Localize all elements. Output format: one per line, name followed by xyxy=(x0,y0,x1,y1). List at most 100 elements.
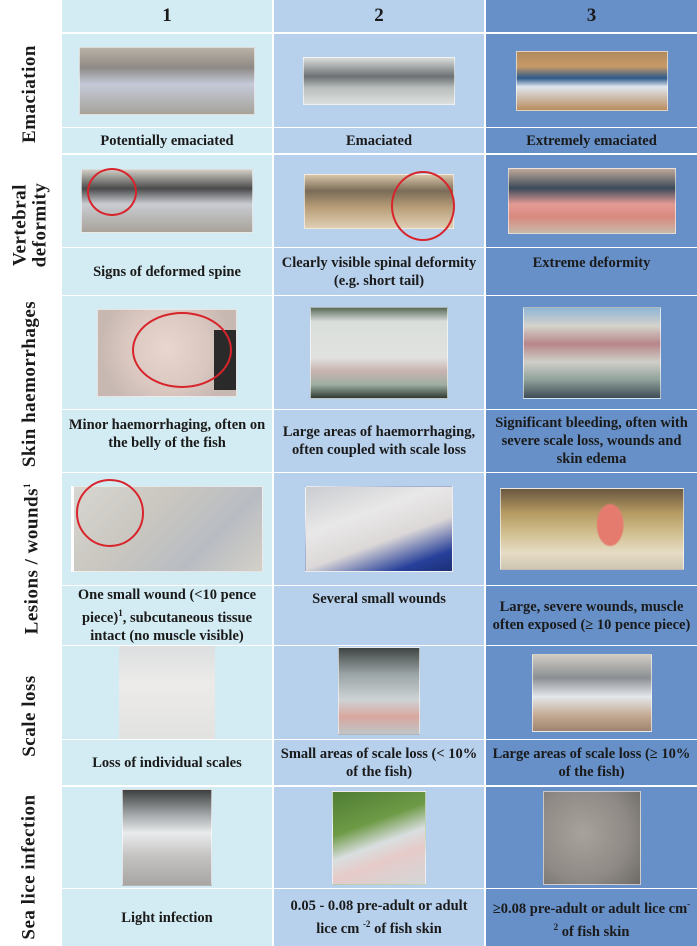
row-label-text: Skin haemorrhages xyxy=(19,300,41,468)
image-cell xyxy=(62,787,272,888)
highlight-circle xyxy=(132,311,232,388)
description-text: Minor haemorrhaging, often on the belly … xyxy=(68,417,266,451)
column-header-label: 3 xyxy=(586,5,597,26)
description-cell: Signs of deformed spine xyxy=(62,248,272,295)
description-part: 0.05 - 0.08 pre-adult or adult lice cm xyxy=(290,898,468,937)
highlight-circle xyxy=(76,479,144,547)
description-cell: Minor haemorrhaging, often on the belly … xyxy=(62,410,272,472)
haemorrhage-areas-photo xyxy=(310,306,448,399)
description-part: of fish skin xyxy=(370,920,442,937)
image-cell xyxy=(486,34,697,127)
description-cell: Emaciated xyxy=(274,128,484,153)
individual-scale-loss-photo xyxy=(119,646,215,739)
row-label-text: Sea lice infection xyxy=(19,793,41,940)
image-cell xyxy=(486,787,697,888)
image-cell xyxy=(274,155,484,247)
description-part: One small wound (<10 pence piece) xyxy=(77,587,257,626)
description-text: Large, severe wounds, muscle often expos… xyxy=(492,598,691,633)
column-header-1: 1 xyxy=(62,0,272,32)
description-cell: Significant bleeding, often with severe … xyxy=(486,410,697,472)
description-text: Several small wounds xyxy=(312,591,446,607)
description-part: of fish skin xyxy=(558,923,630,940)
row-label-text: Emaciation xyxy=(19,44,41,143)
description-cell: Large areas of scale loss (≥ 10% of the … xyxy=(486,740,697,785)
extreme-deformity-photo xyxy=(507,168,676,234)
small-wound-photo-circled xyxy=(71,479,263,572)
superscript: -2 xyxy=(553,898,691,932)
description-cell: One small wound (<10 pence piece)1, subc… xyxy=(62,586,272,645)
image-cell xyxy=(486,473,697,585)
description-cell: Extremely emaciated xyxy=(486,128,697,153)
description-cell: Large areas of haemorrhaging, often coup… xyxy=(274,410,484,472)
description-cell: Light infection xyxy=(62,889,272,946)
large-wound-photo xyxy=(499,488,684,570)
footnote-marker: 1 xyxy=(22,483,33,489)
short-tail-photo-circled xyxy=(304,170,455,241)
image-cell xyxy=(486,646,697,739)
column-header-label: 2 xyxy=(374,5,384,26)
description-part: , subcutaneous tissue intact (no muscle … xyxy=(90,609,253,644)
image-cell xyxy=(274,34,484,127)
row-label-lesions-wounds: Lesions / wounds1 xyxy=(0,473,60,645)
image-cell xyxy=(62,296,272,409)
row-label-text: Scale loss xyxy=(19,675,40,757)
image-cell xyxy=(62,155,272,247)
whole-salmon-photo xyxy=(79,46,255,115)
highlight-circle xyxy=(391,170,455,241)
description-cell: Potentially emaciated xyxy=(62,128,272,153)
image-cell xyxy=(486,296,697,409)
description-text: One small wound (<10 pence piece)1, subc… xyxy=(68,586,266,645)
image-cell xyxy=(62,646,272,739)
description-cell: Small areas of scale loss (< 10% of the … xyxy=(274,740,484,785)
description-cell: Clearly visible spinal deformity (e.g. s… xyxy=(274,248,484,295)
severe-bleeding-photo xyxy=(522,306,661,399)
highlight-circle xyxy=(87,168,137,216)
footnote-marker: 1 xyxy=(118,608,123,619)
small-scale-loss-photo xyxy=(338,646,420,735)
description-cell: 0.05 - 0.08 pre-adult or adult lice cm -… xyxy=(274,889,484,946)
description-cell: ≥0.08 pre-adult or adult lice cm-2 of fi… xyxy=(486,889,697,946)
image-cell xyxy=(62,473,272,585)
description-text: Significant bleeding, often with severe … xyxy=(495,415,688,467)
image-cell xyxy=(486,155,697,247)
light-lice-photo xyxy=(122,789,212,886)
several-wounds-photo xyxy=(305,486,453,572)
description-text: ≥0.08 pre-adult or adult lice cm-2 of fi… xyxy=(492,895,691,941)
description-part: ≥0.08 pre-adult or adult lice cm xyxy=(492,900,688,917)
description-text: Emaciated xyxy=(345,132,413,149)
superscript: -2 xyxy=(362,919,371,930)
row-label-sea-lice-infection: Sea lice infection xyxy=(0,787,60,946)
description-text: Clearly visible spinal deformity (e.g. s… xyxy=(281,254,477,289)
row-label-scale-loss: Scale loss xyxy=(0,646,60,786)
description-text: Light infection xyxy=(121,909,213,926)
thin-salmon-photo xyxy=(303,56,455,105)
row-label-emaciation: Emaciation xyxy=(0,33,60,154)
column-header-2: 2 xyxy=(274,0,484,32)
image-cell xyxy=(274,646,484,739)
row-label-line: deformity xyxy=(29,182,51,268)
image-cell xyxy=(62,34,272,127)
row-label-text: Lesions / wounds1 xyxy=(17,483,43,635)
description-cell: Large, severe wounds, muscle often expos… xyxy=(486,586,697,645)
image-cell xyxy=(274,787,484,888)
very-thin-salmon-photo xyxy=(515,50,668,111)
description-cell: Loss of individual scales xyxy=(62,740,272,785)
description-text: 0.05 - 0.08 pre-adult or adult lice cm -… xyxy=(280,897,478,938)
image-cell xyxy=(274,473,484,585)
image-cell xyxy=(274,296,484,409)
moderate-lice-photo xyxy=(332,790,426,885)
row-label-line: Lesions / wounds xyxy=(21,488,43,635)
heavy-lice-photo xyxy=(542,790,641,885)
large-scale-loss-photo xyxy=(531,653,652,732)
description-cell: Several small wounds xyxy=(274,586,484,645)
description-cell: Extreme deformity xyxy=(486,248,697,295)
column-header-3: 3 xyxy=(486,0,697,32)
description-text: Small areas of scale loss (< 10% of the … xyxy=(280,745,478,780)
belly-haemorrhage-photo-circled xyxy=(97,308,237,397)
description-text: Extreme deformity xyxy=(532,255,651,271)
description-text: Large areas of haemorrhaging, often coup… xyxy=(282,424,476,458)
row-label-skin-haemorrhages: Skin haemorrhages xyxy=(0,296,60,472)
description-text: Large areas of scale loss (≥ 10% of the … xyxy=(492,745,691,780)
